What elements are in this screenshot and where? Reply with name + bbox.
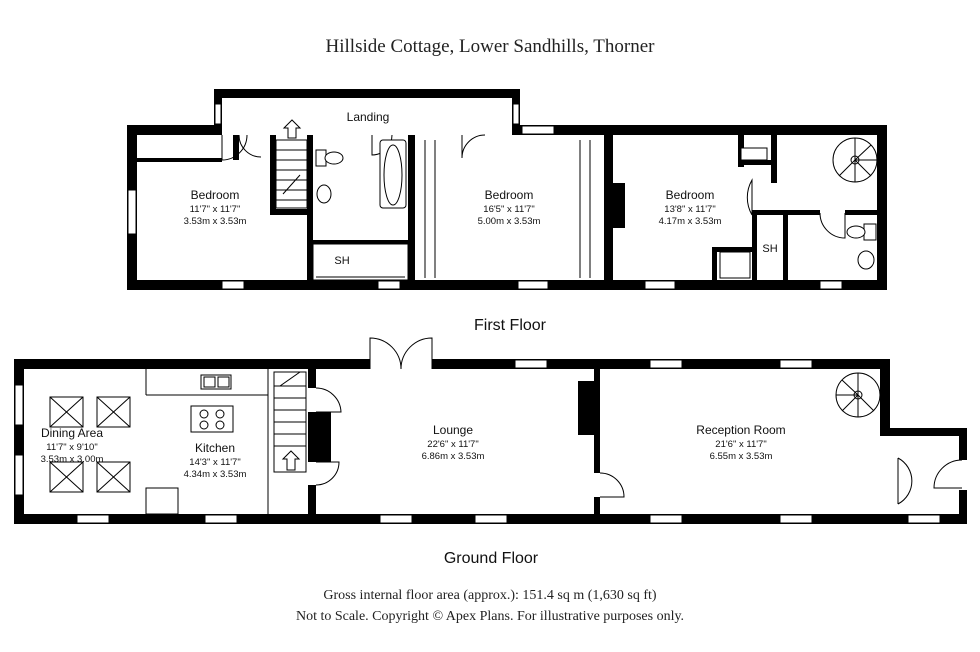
- ground-floor-spiral-stair: [835, 372, 881, 418]
- room-metric: 3.53m x 3.00m: [41, 454, 104, 465]
- first-floor-doors: [221, 134, 846, 239]
- room-name: Kitchen: [195, 441, 235, 455]
- room-name: Lounge: [433, 423, 473, 437]
- first-floor-bathroom-fixtures: [312, 139, 409, 281]
- room-metric: 6.55m x 3.53m: [710, 451, 773, 462]
- room-name: Bedroom: [666, 188, 715, 202]
- shower-label-bathroom: SH: [334, 255, 349, 267]
- room-imperial: 11'7" x 9'10": [46, 442, 97, 453]
- room-imperial: 13'8" x 11'7": [664, 204, 715, 215]
- kitchen-room: Kitchen 14'3" x 11'7" 4.34m x 3.53m: [184, 441, 247, 480]
- dining-roof-lights: [49, 396, 131, 493]
- landing-label: Landing: [347, 110, 390, 124]
- first-floor-bedroom-1: Bedroom 11'7" x 11'7" 3.53m x 3.53m: [184, 188, 247, 227]
- landing-projection: [214, 89, 520, 127]
- ground-floor-stairs: [273, 371, 307, 473]
- room-metric: 6.86m x 3.53m: [422, 451, 485, 462]
- first-floor: Landing Bedroom 11'7" x 11'7" 3.53m x 3.…: [127, 89, 887, 290]
- room-name: Reception Room: [696, 423, 785, 437]
- lounge-room: Lounge 22'6" x 11'7" 6.86m x 3.53m: [422, 423, 485, 462]
- kitchen-fixtures: [145, 369, 269, 515]
- ground-floor-label: Ground Floor: [444, 550, 539, 567]
- disclaimer-note: Not to Scale. Copyright © Apex Plans. Fo…: [296, 609, 684, 624]
- room-name: Dining Area: [41, 426, 103, 440]
- room-imperial: 22'6" x 11'7": [427, 439, 478, 450]
- room-imperial: 14'3" x 11'7": [189, 457, 240, 468]
- room-name: Bedroom: [191, 188, 240, 202]
- room-metric: 5.00m x 3.53m: [478, 216, 541, 227]
- dining-area-room: Dining Area 11'7" x 9'10" 3.53m x 3.00m: [41, 426, 104, 465]
- shower-label-ensuite: SH: [762, 243, 777, 255]
- plan-title: Hillside Cottage, Lower Sandhills, Thorn…: [326, 36, 656, 57]
- first-floor-ensuite-fixtures: [719, 147, 877, 279]
- floor-area-note: Gross internal floor area (approx.): 151…: [323, 588, 657, 603]
- room-imperial: 11'7" x 11'7": [190, 204, 241, 215]
- first-floor-bedroom-3: Bedroom 13'8" x 11'7" 4.17m x 3.53m: [659, 188, 722, 227]
- ground-floor-porch-doors: [897, 457, 968, 505]
- reception-room: Reception Room 21'6" x 11'7" 6.55m x 3.5…: [696, 423, 785, 462]
- ground-floor: Dining Area 11'7" x 9'10" 3.53m x 3.00m …: [14, 337, 968, 524]
- ground-floor-french-doors: [369, 337, 433, 370]
- room-metric: 3.53m x 3.53m: [184, 216, 247, 227]
- ground-floor-windows: [14, 359, 941, 524]
- ground-floor-doors: [315, 387, 625, 498]
- first-floor-bedroom-2: Bedroom 16'5" x 11'7" 5.00m x 3.53m: [478, 188, 541, 227]
- first-floor-stairs: [275, 119, 308, 209]
- first-floor-label: First Floor: [474, 317, 547, 334]
- first-floor-windows: [127, 125, 843, 290]
- room-metric: 4.34m x 3.53m: [184, 469, 247, 480]
- first-floor-wardrobes: [424, 140, 591, 278]
- ground-floor-internal-walls: [308, 369, 600, 514]
- room-metric: 4.17m x 3.53m: [659, 216, 722, 227]
- room-imperial: 16'5" x 11'7": [483, 204, 534, 215]
- first-floor-spiral-stair: [832, 137, 878, 183]
- room-name: Bedroom: [485, 188, 534, 202]
- room-imperial: 21'6" x 11'7": [715, 439, 766, 450]
- first-floor-internal-walls: [137, 135, 877, 281]
